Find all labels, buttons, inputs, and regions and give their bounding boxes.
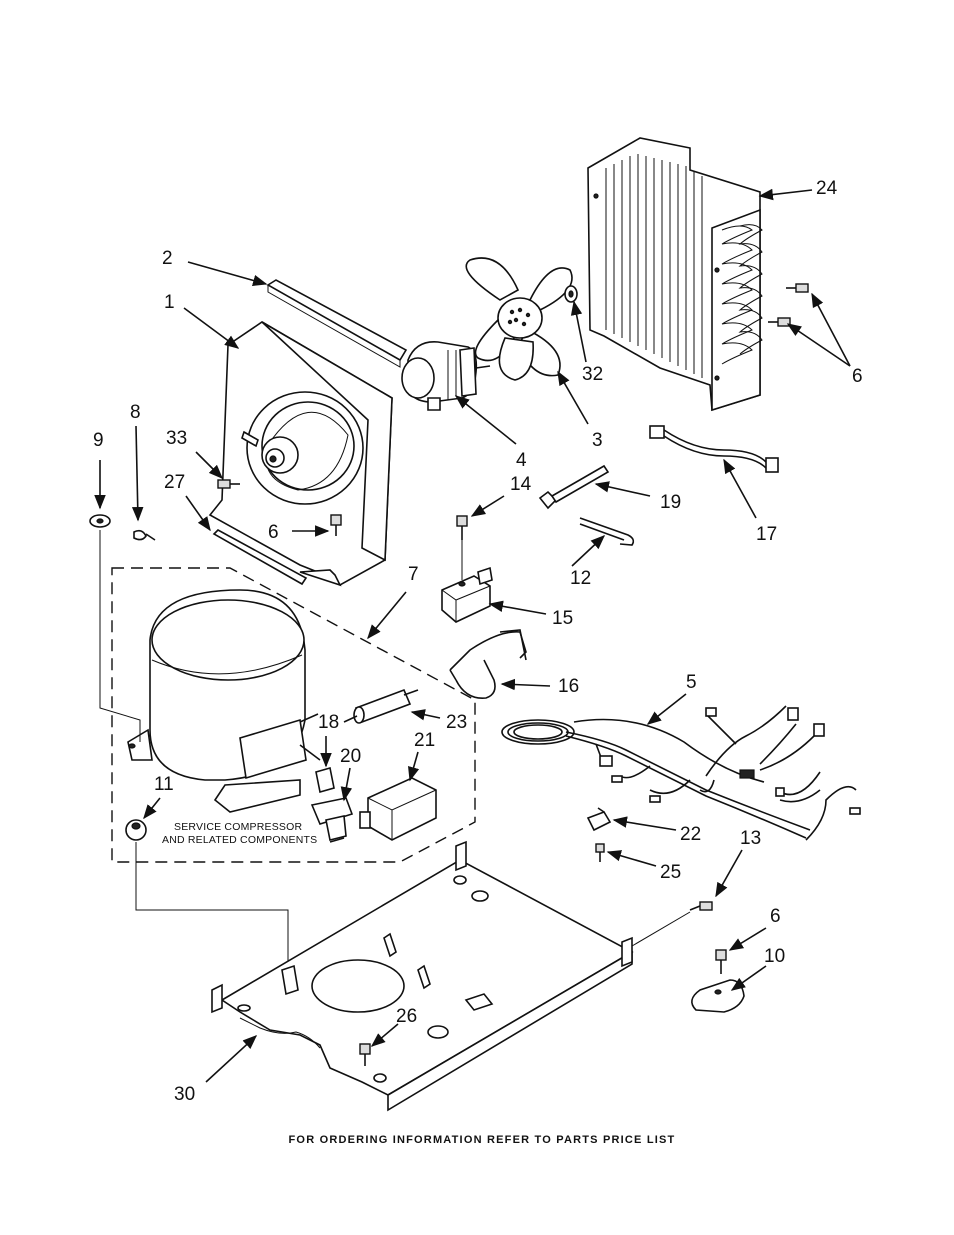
callout-30: 30 [174, 1084, 195, 1105]
callout-24: 24 [816, 178, 838, 199]
grommet-washer-part [90, 515, 110, 527]
clip-screw-part [596, 844, 604, 862]
filter-drier-part [344, 690, 418, 723]
callout-6: 6 [268, 522, 279, 543]
callout-22: 22 [680, 824, 701, 845]
callout-19: 19 [660, 492, 681, 513]
callout-25: 25 [660, 862, 681, 883]
callout-10: 10 [764, 946, 785, 967]
callout-21: 21 [414, 730, 435, 751]
base-pan-part [212, 842, 632, 1110]
callout-27: 27 [164, 472, 185, 493]
relay-cover-part [360, 778, 436, 840]
condenser-screw-part [768, 284, 808, 326]
screw-part [457, 516, 467, 580]
clamp-screw-part [716, 950, 726, 974]
clamp-part [692, 980, 744, 1012]
callout-14: 14 [510, 474, 532, 495]
clip-part [134, 531, 155, 540]
fan-blade-part [466, 258, 572, 380]
callout-6: 6 [770, 906, 781, 927]
grommet-part [126, 820, 146, 840]
callout-18: 18 [318, 712, 339, 733]
callout-8: 8 [130, 402, 141, 423]
fan-washer-part [565, 286, 577, 302]
callout-7: 7 [408, 564, 419, 585]
callout-13: 13 [740, 828, 761, 849]
callout-1: 1 [164, 292, 175, 313]
callout-32: 32 [582, 364, 603, 385]
callout-20: 20 [340, 746, 361, 767]
water-valve-solenoid-part [442, 568, 492, 622]
overload-part [316, 768, 334, 792]
callout-4: 4 [516, 450, 527, 471]
tube-part [580, 518, 633, 545]
wire-harness-part [650, 426, 778, 472]
service-note-line-2: AND RELATED COMPONENTS [162, 834, 317, 846]
callout-11: 11 [154, 774, 174, 795]
mount-line [136, 842, 288, 970]
main-wire-harness-part [502, 706, 860, 840]
callout-2: 2 [162, 248, 173, 269]
callout-17: 17 [756, 524, 777, 545]
service-note-line-1: SERVICE COMPRESSOR [174, 821, 302, 833]
callout-6: 6 [852, 366, 863, 387]
callout-12: 12 [570, 568, 591, 589]
condenser-part [588, 138, 762, 410]
mount-line [100, 530, 140, 742]
callout-16: 16 [558, 676, 579, 697]
callout-33: 33 [166, 428, 187, 449]
callout-26: 26 [396, 1006, 417, 1027]
callout-5: 5 [686, 672, 697, 693]
wire-clip-part [588, 808, 610, 830]
callout-15: 15 [552, 608, 573, 629]
base-screw-part [690, 902, 712, 910]
relay-part [312, 798, 352, 842]
ordering-info-footer: FOR ORDERING INFORMATION REFER TO PARTS … [289, 1134, 676, 1146]
callout-3: 3 [592, 430, 603, 451]
valve-bracket-part [450, 630, 526, 698]
callout-9: 9 [93, 430, 104, 451]
cable-tie-part [540, 466, 608, 508]
mount-line [632, 912, 690, 946]
callout-23: 23 [446, 712, 467, 733]
